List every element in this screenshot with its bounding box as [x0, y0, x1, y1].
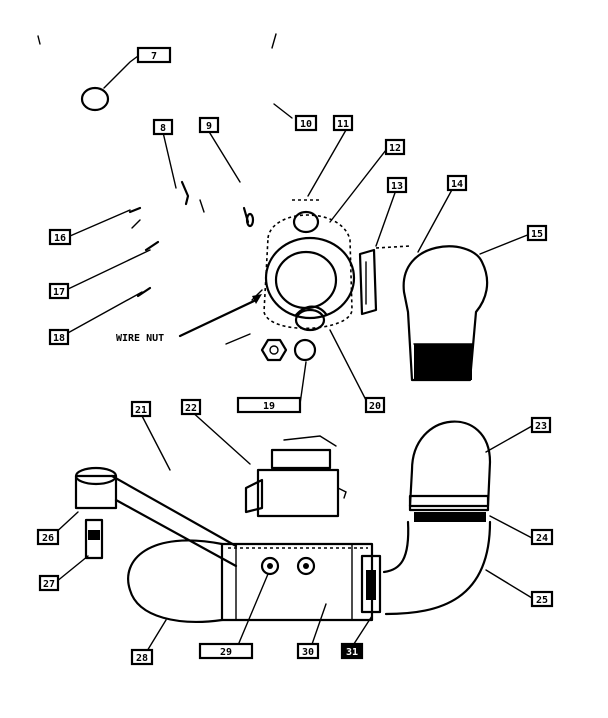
- hex-nut: [260, 338, 288, 362]
- callout-l08: 14: [446, 174, 468, 192]
- callout-l13: 19: [236, 396, 302, 414]
- svg-text:25: 25: [536, 595, 548, 606]
- wire-nut-callout: WIRE NUT: [116, 294, 262, 345]
- svg-text:7: 7: [151, 51, 157, 62]
- ring-part: [80, 55, 139, 112]
- svg-text:21: 21: [135, 405, 147, 416]
- callout-l12: 18: [48, 328, 70, 346]
- callout-l16: 22: [180, 398, 202, 416]
- callout-l21: 27: [38, 574, 60, 592]
- svg-text:29: 29: [220, 647, 232, 658]
- svg-text:11: 11: [337, 119, 349, 130]
- svg-text:30: 30: [302, 647, 314, 658]
- callout-l11: 17: [48, 282, 70, 300]
- svg-text:26: 26: [42, 533, 54, 544]
- callout-l06: 12: [384, 138, 406, 156]
- svg-text:23: 23: [535, 421, 547, 432]
- svg-text:31: 31: [346, 647, 358, 658]
- wire-pieces: [128, 206, 160, 298]
- svg-text:20: 20: [369, 401, 381, 412]
- svg-text:9: 9: [206, 121, 212, 132]
- svg-text:27: 27: [43, 579, 55, 590]
- svg-text:19: 19: [263, 401, 275, 412]
- main-cylinder: [127, 539, 382, 623]
- callout-l18: 24: [530, 528, 554, 546]
- callout-l07: 13: [386, 176, 408, 194]
- callout-l22: 28: [130, 648, 154, 666]
- callout-l23: 29: [198, 642, 254, 660]
- svg-text:14: 14: [451, 179, 463, 190]
- callout-l02: 8: [152, 118, 174, 136]
- callout-l04: 10: [294, 114, 318, 132]
- svg-text:8: 8: [160, 123, 166, 134]
- control-box: [244, 435, 347, 518]
- svg-text:24: 24: [536, 533, 548, 544]
- elbow-duct: [382, 420, 492, 616]
- callout-l05: 11: [332, 114, 354, 132]
- svg-text:16: 16: [54, 233, 66, 244]
- stray-mark: [271, 33, 277, 49]
- blower-cover: [402, 245, 489, 382]
- callout-l25: 31: [340, 642, 364, 660]
- svg-text:18: 18: [53, 333, 65, 344]
- gasket-plate: [358, 245, 411, 316]
- svg-text:15: 15: [531, 229, 543, 240]
- callout-l14: 20: [364, 396, 386, 414]
- callout-l17: 23: [530, 416, 552, 434]
- callout-l09: 15: [526, 224, 548, 242]
- svg-text:10: 10: [300, 119, 312, 130]
- callout-l15: 21: [130, 400, 152, 418]
- callout-l10: 16: [48, 228, 72, 246]
- svg-text:17: 17: [53, 287, 65, 298]
- small-screws: [180, 180, 255, 228]
- washer: [293, 338, 317, 362]
- svg-text:22: 22: [185, 403, 197, 414]
- svg-text:28: 28: [136, 653, 148, 664]
- callout-l20: 26: [36, 528, 60, 546]
- stray-mark: [37, 35, 41, 45]
- callout-l03: 9: [198, 116, 220, 134]
- callout-l01: 7: [136, 46, 172, 64]
- svg-text:12: 12: [389, 143, 401, 154]
- wire-nut-note: WIRE NUT: [116, 333, 164, 344]
- callout-l24: 30: [296, 642, 320, 660]
- housing-casting: [251, 199, 356, 332]
- tube-bracket: [74, 466, 238, 568]
- svg-text:13: 13: [391, 181, 403, 192]
- callout-l19: 25: [530, 590, 554, 608]
